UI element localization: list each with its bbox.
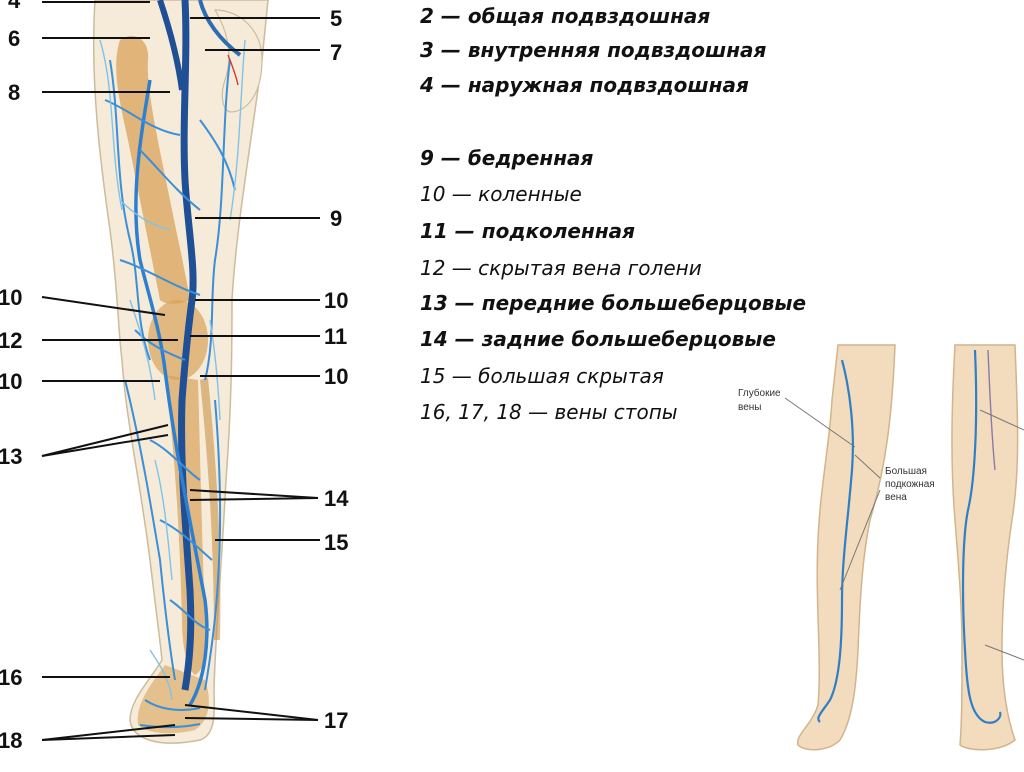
label-6: 6 — [8, 26, 20, 51]
inset-saphenous-label-2: подкожная — [885, 479, 935, 490]
inset-deep-veins-label-1: Глубокие — [738, 387, 781, 399]
inset-saphenous-label-1: Большая — [885, 466, 927, 477]
legend-item-3: 3 — внутренняя подвздошная — [420, 38, 767, 62]
label-7: 7 — [330, 40, 342, 65]
legend-item-16-18: 16, 17, 18 — вены стопы — [420, 400, 678, 424]
femoral-vein — [178, 0, 197, 691]
label-12: 12 — [0, 328, 22, 353]
label-10-upper-left: 10 — [0, 285, 22, 310]
right-label-lines — [184, 17, 320, 721]
right-number-labels: 5 7 9 10 11 10 14 15 17 — [324, 6, 349, 733]
great-saphenous-vein — [134, 79, 209, 706]
label-18: 18 — [0, 728, 22, 753]
label-14: 14 — [324, 486, 349, 511]
label-10-upper-right: 10 — [324, 288, 348, 313]
legend-item-15: 15 — большая скрытая — [420, 364, 664, 388]
legend-item-2: 2 — общая подвздошная — [420, 4, 711, 28]
label-5: 5 — [330, 6, 342, 31]
label-17: 17 — [324, 708, 348, 733]
legend-item-11: 11 — подколенная — [420, 219, 635, 243]
inset-deep-veins-label-2: вены — [738, 402, 761, 413]
femur-bone — [116, 36, 190, 304]
inset-saphenous-label-3: вена — [885, 492, 907, 503]
legend-item-14: 14 — задние большеберцовые — [420, 327, 776, 351]
label-16: 16 — [0, 665, 22, 690]
iliac-vein — [157, 0, 185, 91]
leg-illustration — [92, 0, 269, 744]
inset-back-vein-deep — [987, 349, 996, 471]
legend-item-4: 4 — наружная подвздошная — [420, 73, 749, 97]
legend-item-9: 9 — бедренная — [420, 146, 594, 170]
left-label-lines — [41, 1, 178, 741]
label-10-lower-right: 10 — [324, 364, 348, 389]
legend-item-12: 12 — скрытая вена голени — [420, 256, 702, 280]
inset-front-leg — [797, 344, 896, 751]
fibula-bone — [200, 378, 221, 640]
label-10-lower-left: 10 — [0, 369, 22, 394]
legend-item-10: 10 — коленные — [420, 182, 582, 206]
inset-back-leg — [951, 344, 1019, 751]
label-8: 8 — [8, 80, 20, 105]
light-vein-network — [99, 39, 246, 701]
label-15: 15 — [324, 530, 348, 555]
inset-front-vein — [817, 359, 854, 723]
label-9: 9 — [330, 206, 342, 231]
label-13: 13 — [0, 444, 22, 469]
foot-bones — [137, 665, 209, 734]
label-4: 4 — [8, 0, 21, 13]
left-number-labels: 4 6 8 10 12 10 13 16 18 — [0, 0, 22, 753]
inset-back-vein-main — [961, 349, 1002, 724]
artery-detail — [227, 54, 239, 86]
legend-item-13: 13 — передние большеберцовые — [420, 291, 807, 315]
label-11: 11 — [324, 324, 347, 349]
inset-legs: Глубокие вены Большая подкожная вена — [738, 344, 1024, 751]
